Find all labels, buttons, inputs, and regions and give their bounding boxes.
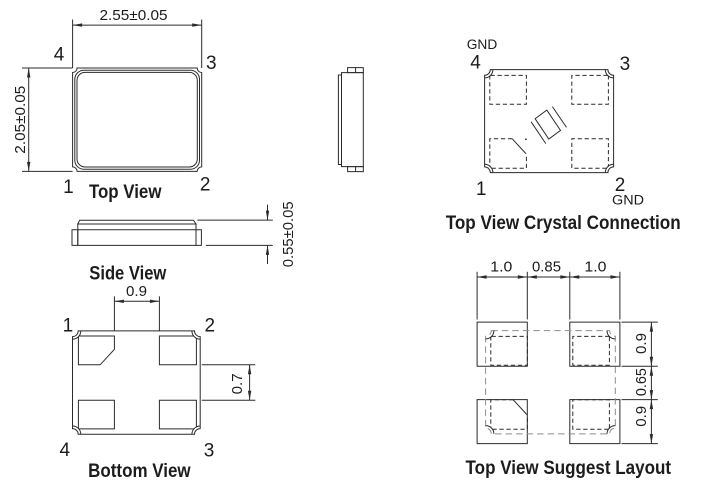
svg-text:GND: GND bbox=[467, 37, 498, 52]
svg-text:Top View Crystal Connection: Top View Crystal Connection bbox=[446, 213, 681, 234]
svg-text:4: 4 bbox=[470, 53, 481, 74]
svg-text:0.65: 0.65 bbox=[633, 368, 650, 396]
svg-text:4: 4 bbox=[60, 440, 71, 461]
svg-text:3: 3 bbox=[204, 440, 215, 461]
svg-text:3: 3 bbox=[620, 54, 631, 75]
svg-text:3: 3 bbox=[206, 53, 217, 74]
svg-text:1.0: 1.0 bbox=[584, 259, 606, 276]
svg-text:2.05±0.05: 2.05±0.05 bbox=[12, 86, 29, 154]
svg-text:1: 1 bbox=[63, 316, 74, 337]
svg-text:1: 1 bbox=[63, 177, 74, 198]
svg-text:1: 1 bbox=[476, 179, 487, 200]
svg-text:2: 2 bbox=[615, 175, 626, 196]
svg-text:2.55±0.05: 2.55±0.05 bbox=[100, 7, 168, 24]
svg-text:0.85: 0.85 bbox=[532, 259, 561, 276]
svg-text:2: 2 bbox=[205, 316, 216, 337]
svg-text:Top View: Top View bbox=[89, 182, 162, 203]
svg-text:0.9: 0.9 bbox=[633, 333, 650, 354]
svg-text:0.55±0.05: 0.55±0.05 bbox=[280, 201, 297, 267]
svg-text:2: 2 bbox=[200, 174, 211, 195]
svg-text:0.9: 0.9 bbox=[633, 406, 650, 427]
svg-text:4: 4 bbox=[54, 45, 65, 66]
svg-text:1.0: 1.0 bbox=[490, 259, 512, 276]
svg-text:0.9: 0.9 bbox=[126, 283, 147, 300]
svg-text:Top View Suggest Layout: Top View Suggest Layout bbox=[466, 458, 672, 479]
svg-text:GND: GND bbox=[612, 193, 644, 208]
svg-text:0.7: 0.7 bbox=[229, 373, 246, 394]
svg-text:Side View: Side View bbox=[89, 264, 166, 285]
svg-text:Bottom View: Bottom View bbox=[88, 461, 191, 482]
